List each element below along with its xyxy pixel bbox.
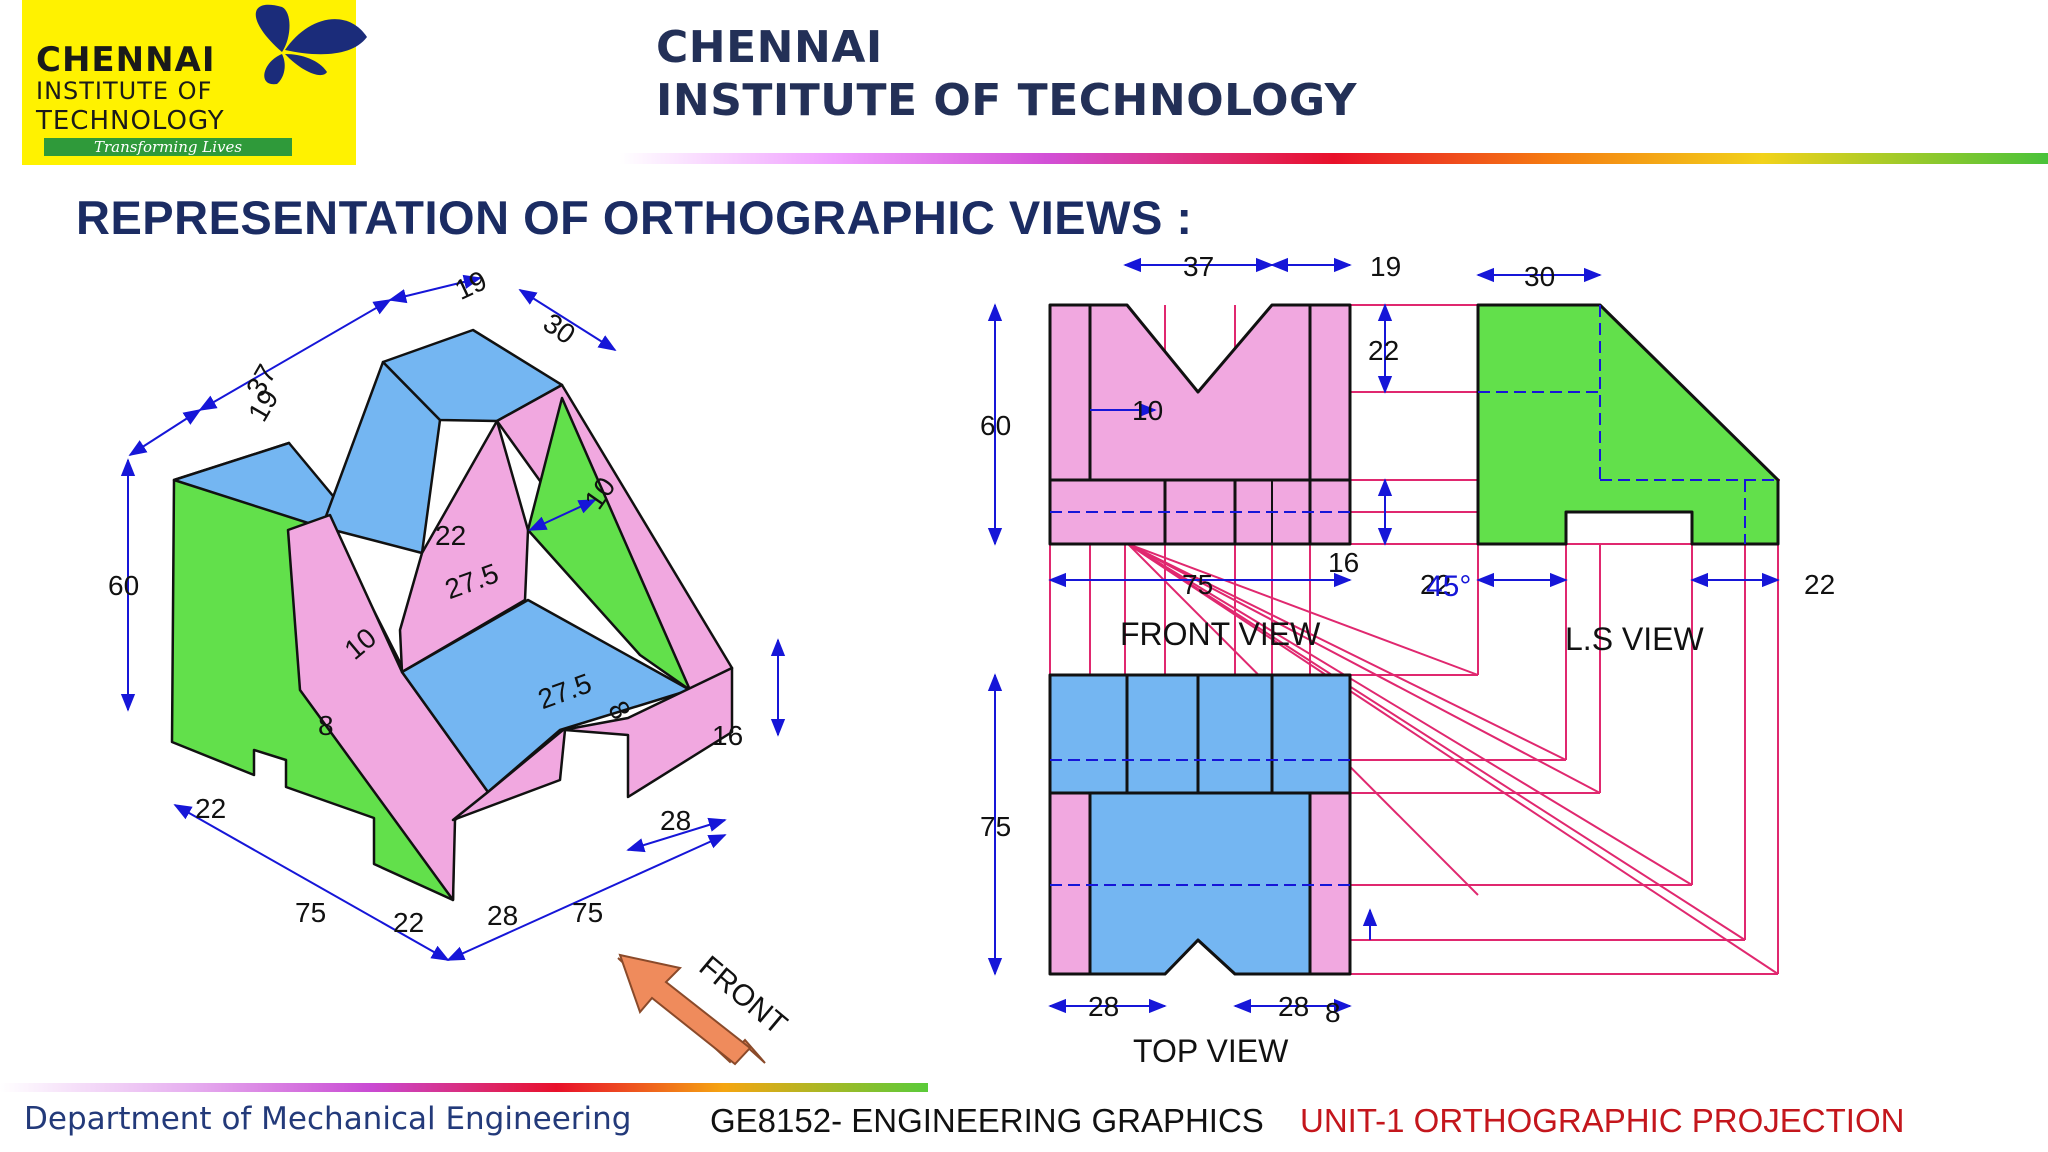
tv-dim-28-right: 28 xyxy=(1278,991,1309,1022)
logo-line-3: TECHNOLOGY xyxy=(36,106,225,136)
iso-dim-75-right: 75 xyxy=(572,897,603,928)
footer-course: GE8152- ENGINEERING GRAPHICS xyxy=(710,1102,1264,1139)
isometric-dimensions xyxy=(120,274,786,961)
header-gradient-rule xyxy=(620,153,2048,164)
iso-dim-16: 16 xyxy=(712,720,743,751)
fv-dim-37: 37 xyxy=(1183,251,1214,282)
tv-dim-28-left: 28 xyxy=(1088,991,1119,1022)
ortho-dimension-labels: 37 19 22 60 10 16 75 30 22 22 75 28 28 8… xyxy=(980,251,1835,1028)
fv-dim-75: 75 xyxy=(1182,569,1213,600)
footer-gradient-rule xyxy=(0,1083,928,1092)
fv-dim-10: 10 xyxy=(1132,395,1163,426)
iso-floor-face xyxy=(400,598,692,794)
front-view xyxy=(1048,303,1352,546)
iso-dim-22-slot: 22 xyxy=(195,793,226,824)
ls-view-label: L.S VIEW xyxy=(1565,621,1705,657)
top-view-label: TOP VIEW xyxy=(1133,1033,1289,1069)
iso-dim-8-slot: 8 xyxy=(318,710,334,741)
ls-dim-30: 30 xyxy=(1524,261,1555,292)
iso-dim-22-bottom: 22 xyxy=(393,907,424,938)
butterfly-icon xyxy=(255,4,367,85)
view-labels: FRONT VIEW L.S VIEW TOP VIEW xyxy=(1120,616,1705,1069)
fv-dim-19: 19 xyxy=(1370,251,1401,282)
top-view xyxy=(1048,673,1352,976)
fv-dim-16: 16 xyxy=(1328,547,1359,578)
fv-dim-22: 22 xyxy=(1368,335,1399,366)
logo-line-1: CHENNAI xyxy=(36,40,216,80)
fv-dim-60: 60 xyxy=(980,410,1011,441)
iso-dim-60: 60 xyxy=(108,570,139,601)
ls-dim-22-right: 22 xyxy=(1804,569,1835,600)
isometric-view xyxy=(170,328,734,902)
iso-dim-19-top: 19 xyxy=(450,265,491,306)
tv-dim-75: 75 xyxy=(980,811,1011,842)
miter-angle-label: 45° xyxy=(1426,570,1471,603)
front-view-label: FRONT VIEW xyxy=(1120,616,1321,652)
iso-dim-28-right: 28 xyxy=(660,805,691,836)
institute-logo: CHENNAI INSTITUTE OF TECHNOLOGY Transfor… xyxy=(22,0,367,165)
iso-front-bottom-face xyxy=(451,666,734,822)
ls-dim-22-left: 22 xyxy=(1420,569,1451,600)
header-title-line-1: CHENNAI xyxy=(656,22,883,73)
iso-dim-30: 30 xyxy=(538,307,581,350)
footer-unit: UNIT-1 ORTHOGRAPHIC PROJECTION xyxy=(1300,1102,1905,1139)
logo-tagline: Transforming Lives xyxy=(44,138,292,156)
tv-dim-8: 8 xyxy=(1325,997,1341,1028)
ortho-dimension-lines xyxy=(987,257,1780,1014)
ls-view xyxy=(1476,303,1780,546)
front-direction-arrow: FRONT xyxy=(617,950,793,1066)
iso-dim-28-bottom: 28 xyxy=(487,900,518,931)
iso-dim-22-groove: 22 xyxy=(435,520,466,551)
slide-title: REPRESENTATION OF ORTHOGRAPHIC VIEWS : xyxy=(76,191,1193,244)
logo-line-2: INSTITUTE OF xyxy=(36,77,213,105)
header-title-line-2: INSTITUTE OF TECHNOLOGY xyxy=(656,75,1357,126)
footer-department: Department of Mechanical Engineering xyxy=(24,1101,632,1137)
iso-dim-75-left: 75 xyxy=(295,897,326,928)
